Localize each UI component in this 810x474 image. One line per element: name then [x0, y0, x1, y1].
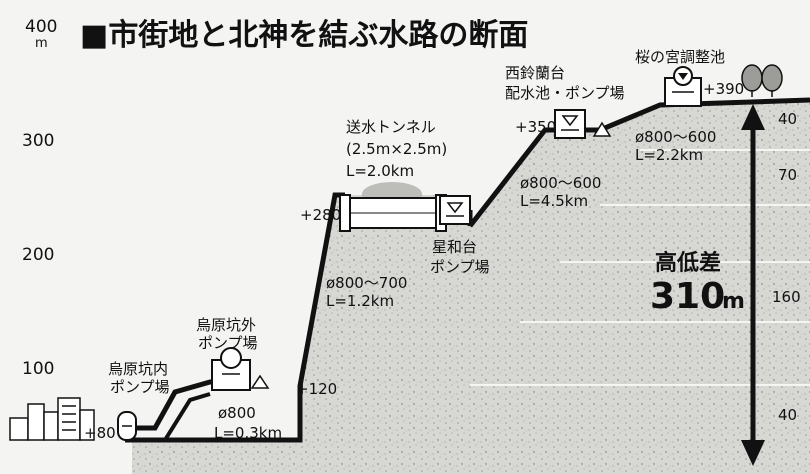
main-pipeline [125, 192, 345, 443]
city-buildings-icon [9, 397, 95, 441]
uchi-pump-label-2: ポンプ場 [110, 378, 170, 396]
right-scale-3: 160 [772, 288, 801, 306]
elevation-80: +80 [84, 424, 116, 442]
pipe4-length: L=2.2km [635, 146, 703, 164]
nishisuzu-reservoir-icon [554, 109, 612, 139]
sakura-reservoir-icon [664, 66, 702, 107]
elevation-350: +350 [515, 118, 556, 136]
height-diff-unit: m [722, 289, 745, 314]
nishisuzu-label-1: 西鈴蘭台 [505, 64, 565, 82]
elevation-120: +120 [296, 380, 337, 398]
pipe4-diameter: ø800～600 [635, 128, 716, 146]
soto-pump-label-1: 烏原坑外 [196, 316, 256, 334]
pipe3-length: L=4.5km [520, 192, 588, 210]
pipe1-length: L=0.3km [214, 424, 282, 442]
elevation-390: +390 [703, 80, 744, 98]
pipe1-diameter: ø800 [218, 404, 256, 422]
uchi-pump-icon [117, 411, 137, 441]
elevation-280: +280 [300, 206, 341, 224]
right-scale-1: 40 [778, 110, 797, 128]
nishisuzu-label-2: 配水池・ポンプ場 [505, 84, 625, 102]
pipe2-diameter: ø800～700 [326, 274, 407, 292]
tunnel-label-3: L=2.0km [346, 162, 414, 180]
sakura-label: 桜の宮調整池 [635, 48, 725, 66]
pipe3-diameter: ø800～600 [520, 174, 601, 192]
axis-unit: m [35, 36, 48, 51]
soto-pump-icon [211, 347, 270, 391]
tunnel-icon [339, 182, 447, 232]
height-diff-value: 310 [650, 276, 725, 317]
height-diff-arrow [741, 104, 765, 466]
soto-pump-label-2: ポンプ場 [198, 334, 258, 352]
kazuwa-pump-label-2: ポンプ場 [430, 258, 490, 276]
tree-icon [741, 64, 783, 97]
kazuwa-pump-icon [439, 195, 471, 225]
tunnel-label-2: (2.5m×2.5m) [346, 140, 447, 158]
kazuwa-pump-label-1: 星和台 [432, 238, 477, 256]
tunnel-label-1: 送水トンネル [346, 118, 436, 136]
axis-tick-100: 100 [22, 359, 54, 379]
uchi-pump-label-1: 烏原坑内 [108, 360, 168, 378]
axis-tick-200: 200 [22, 245, 54, 265]
pipe2-length: L=1.2km [326, 292, 394, 310]
right-scale-2: 70 [778, 166, 797, 184]
height-diff-label: 高低差 [655, 250, 721, 276]
axis-tick-400: 400 [25, 17, 57, 37]
left-axis: 400 m 300 200 100 [22, 17, 57, 379]
axis-tick-300: 300 [22, 131, 54, 151]
pipeline-inner-2 [145, 392, 211, 442]
diagram-title: ■市街地と北神を結ぶ水路の断面 [80, 18, 528, 53]
right-scale-4: 40 [778, 406, 797, 424]
